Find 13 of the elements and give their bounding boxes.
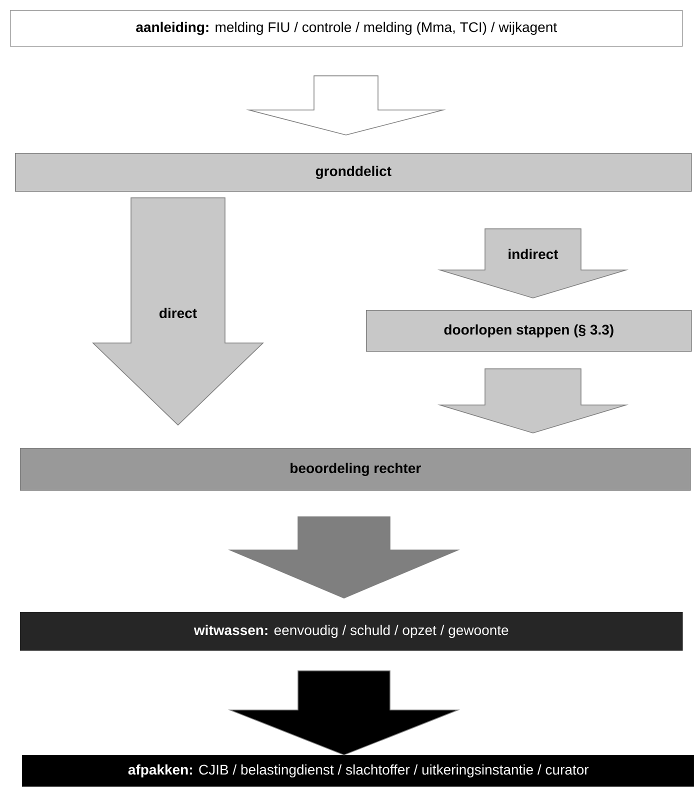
block-arrow bbox=[228, 516, 460, 598]
block-arrow bbox=[92, 197, 264, 426]
block-arrow bbox=[246, 75, 446, 136]
block-arrow bbox=[437, 228, 629, 298]
start-box: aanleiding: melding FIU / controle / melding (Mma, TCI) / wijkagent bbox=[10, 10, 683, 47]
process-box: doorlopen stappen (§ 3.3) bbox=[366, 310, 692, 352]
edge-label: indirect bbox=[506, 248, 560, 260]
process-box: gronddelict bbox=[15, 153, 692, 192]
process-box: witwassen: eenvoudig / schuld / opzet / gewoonte bbox=[20, 612, 683, 651]
process-box: beoordeling rechter bbox=[20, 448, 691, 491]
process-box: afpakken: CJIB / belastingdienst / slachtoffer / uitkeringsinstantie / curator bbox=[22, 755, 694, 787]
block-arrow bbox=[437, 368, 629, 434]
block-arrow bbox=[228, 670, 460, 756]
